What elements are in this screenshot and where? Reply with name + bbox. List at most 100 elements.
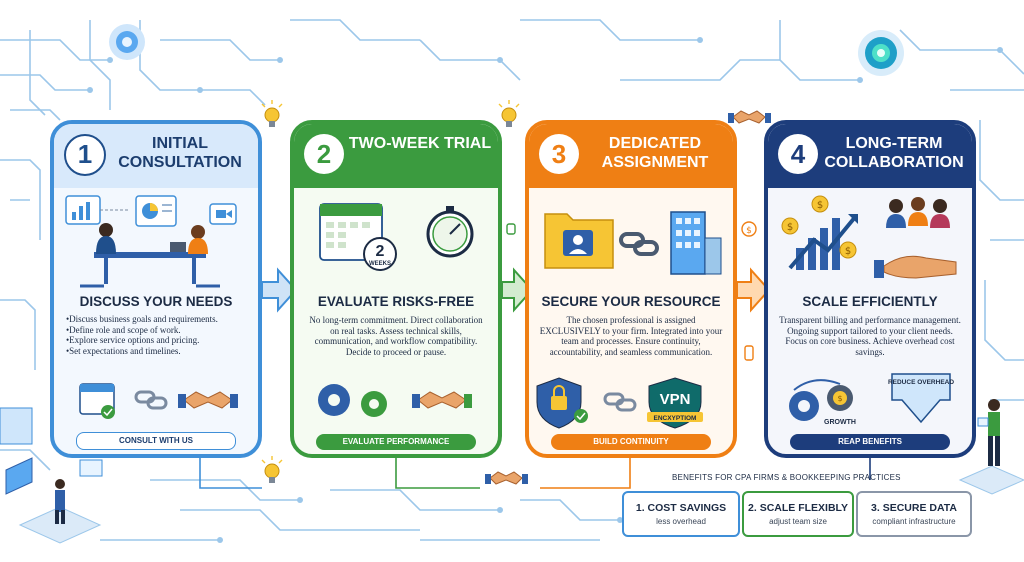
encryption-label: ENCXYPTIOM bbox=[654, 415, 697, 422]
hand-offer-icon bbox=[874, 255, 957, 279]
step-number: 1 bbox=[64, 134, 106, 176]
glow-node-right bbox=[858, 30, 904, 76]
trial-badge-number: 2 bbox=[376, 243, 385, 260]
step-card-long-term-collaboration: 4 Long-Term Collaboration $ $ $ Scale Ef… bbox=[764, 120, 976, 458]
step-title: Initial Consultation bbox=[118, 135, 242, 171]
padlock-shield-icon bbox=[536, 377, 588, 429]
benefit-scale-flexibly: 2. SCALE FLEXIBLY adjust team size bbox=[742, 491, 854, 537]
step-title: Long-Term Collaboration bbox=[824, 135, 964, 171]
glow-node-left bbox=[109, 24, 145, 60]
flow-arrow-3-4 bbox=[736, 267, 771, 313]
bullet-item: Define role and scope of work. bbox=[66, 325, 250, 336]
tablet-device bbox=[0, 407, 103, 495]
trial-badge-label: WEEKS bbox=[369, 261, 391, 267]
step-description: Transparent billing and performance mana… bbox=[779, 315, 961, 357]
step-description: No long-term commitment. Direct collabor… bbox=[309, 315, 483, 357]
dollar-coin-icon: $ bbox=[839, 241, 857, 259]
stopwatch-icon bbox=[426, 206, 474, 258]
step-title: Two-Week Trial bbox=[348, 135, 492, 152]
step-footer-badge: Evaluate Performance bbox=[316, 434, 476, 450]
handshake-icon bbox=[412, 391, 472, 409]
team-icon bbox=[886, 197, 950, 228]
benefits-title: Benefits for CPA Firms & Bookkeeping Pra… bbox=[672, 473, 901, 482]
trial-icons-row bbox=[318, 384, 472, 417]
gear-icon bbox=[789, 391, 819, 421]
dollar-coin-icon: $ bbox=[741, 221, 757, 237]
person-figure-right bbox=[958, 399, 1024, 495]
bullet-item: Explore service options and pricing. bbox=[66, 335, 250, 346]
step-subtitle: Evaluate Risks-Free bbox=[317, 294, 475, 309]
svg-text:$: $ bbox=[746, 226, 752, 236]
reduce-overhead-label: REDUCE OVERHEAD bbox=[888, 379, 954, 386]
dollar-gear-icon: $ bbox=[827, 385, 853, 411]
vpn-label: VPN bbox=[660, 391, 691, 408]
step-footer-badge: Reap Benefits bbox=[790, 434, 950, 450]
step-header: 3 Dedicated Assignment bbox=[529, 124, 733, 188]
step-header: 4 Long-Term Collaboration bbox=[768, 124, 972, 188]
down-arrow-icon bbox=[891, 373, 951, 424]
step-number: 3 bbox=[539, 134, 579, 174]
benefit-secure-data: 3. SECURE DATA compliant infrastructure bbox=[856, 491, 972, 537]
benefit-title: 2. SCALE FLEXIBLY bbox=[748, 502, 848, 514]
handshake-icon bbox=[485, 471, 528, 485]
gear-icon bbox=[361, 391, 387, 417]
dollar-coin-icon bbox=[744, 345, 754, 361]
trial-illustration: 2 WEEKS bbox=[319, 203, 474, 271]
step-header: 2 Two-Week Trial bbox=[294, 124, 498, 188]
flow-arrow-1-2 bbox=[261, 267, 298, 313]
assignment-icons-row: VPN ENCXYPTIOM bbox=[536, 377, 703, 429]
lightbulb-icon bbox=[261, 456, 283, 483]
handshake-icon bbox=[178, 391, 238, 409]
step-header: 1 Initial Consultation bbox=[54, 124, 258, 188]
step-card-initial-consultation: 1 Initial Consultation Discuss Your Need… bbox=[50, 120, 262, 458]
lightbulb-icon bbox=[498, 100, 520, 127]
assignment-illustration bbox=[544, 211, 722, 275]
step-description: The chosen professional is assigned EXCL… bbox=[539, 315, 723, 357]
step-bullets: Discuss business goals and requirements.… bbox=[66, 314, 250, 356]
collaboration-illustration: $ $ $ bbox=[781, 195, 957, 279]
growth-chart-icon bbox=[788, 214, 858, 270]
step-card-two-week-trial: 2 Two-Week Trial 2 WEEKS Evaluate Risks-… bbox=[290, 120, 502, 458]
gear-icon bbox=[318, 384, 350, 416]
benefit-detail: adjust team size bbox=[769, 517, 827, 526]
benefit-detail: compliant infrastructure bbox=[872, 517, 956, 526]
bullet-item: Discuss business goals and requirements. bbox=[66, 314, 250, 325]
benefit-title: 1. COST SAVINGS bbox=[635, 502, 727, 514]
benefit-title: 3. SECURE DATA bbox=[871, 502, 957, 514]
dollar-coin-icon: $ bbox=[781, 217, 799, 235]
benefit-detail: less overhead bbox=[656, 517, 706, 526]
flow-arrow-2-3 bbox=[501, 267, 534, 313]
step-subtitle: Discuss Your Needs bbox=[79, 294, 233, 309]
dollar-coin-icon: $ bbox=[811, 195, 829, 213]
step-footer-badge: Build Continuity bbox=[551, 434, 711, 450]
building-icon bbox=[670, 211, 722, 275]
person-figure-left bbox=[18, 479, 102, 544]
consultation-illustration bbox=[65, 195, 237, 288]
step-title: Dedicated Assignment bbox=[601, 135, 709, 171]
step-footer-badge: Consult With Us bbox=[76, 432, 236, 450]
step-number: 4 bbox=[778, 134, 818, 174]
svg-text:$: $ bbox=[837, 394, 842, 403]
svg-text:$: $ bbox=[817, 200, 823, 211]
bullet-item: Set expectations and timelines. bbox=[66, 346, 250, 357]
step-number: 2 bbox=[304, 134, 344, 174]
lightbulb-icon bbox=[261, 100, 283, 127]
calendar-icon bbox=[79, 383, 115, 419]
collaboration-icons-row: $ GROWTH REDUCE OVERHEAD bbox=[789, 373, 954, 426]
growth-label: GROWTH bbox=[824, 419, 856, 426]
benefit-cost-savings: 1. COST SAVINGS less overhead bbox=[622, 491, 740, 537]
step-subtitle: Scale Efficiently bbox=[802, 294, 938, 309]
svg-text:$: $ bbox=[845, 246, 851, 257]
handshake-icon bbox=[728, 110, 771, 124]
chain-link-icon bbox=[134, 390, 168, 410]
chain-link-icon bbox=[619, 232, 659, 256]
step-subtitle: Secure Your Resource bbox=[541, 294, 721, 309]
thumbs-up-icon bbox=[506, 223, 516, 235]
svg-text:$: $ bbox=[787, 222, 793, 233]
consultation-icons-row bbox=[79, 383, 238, 419]
step-card-dedicated-assignment: 3 Dedicated Assignment Secure Your Resou… bbox=[525, 120, 737, 458]
folder-icon bbox=[544, 213, 614, 269]
chain-link-icon bbox=[603, 392, 637, 412]
